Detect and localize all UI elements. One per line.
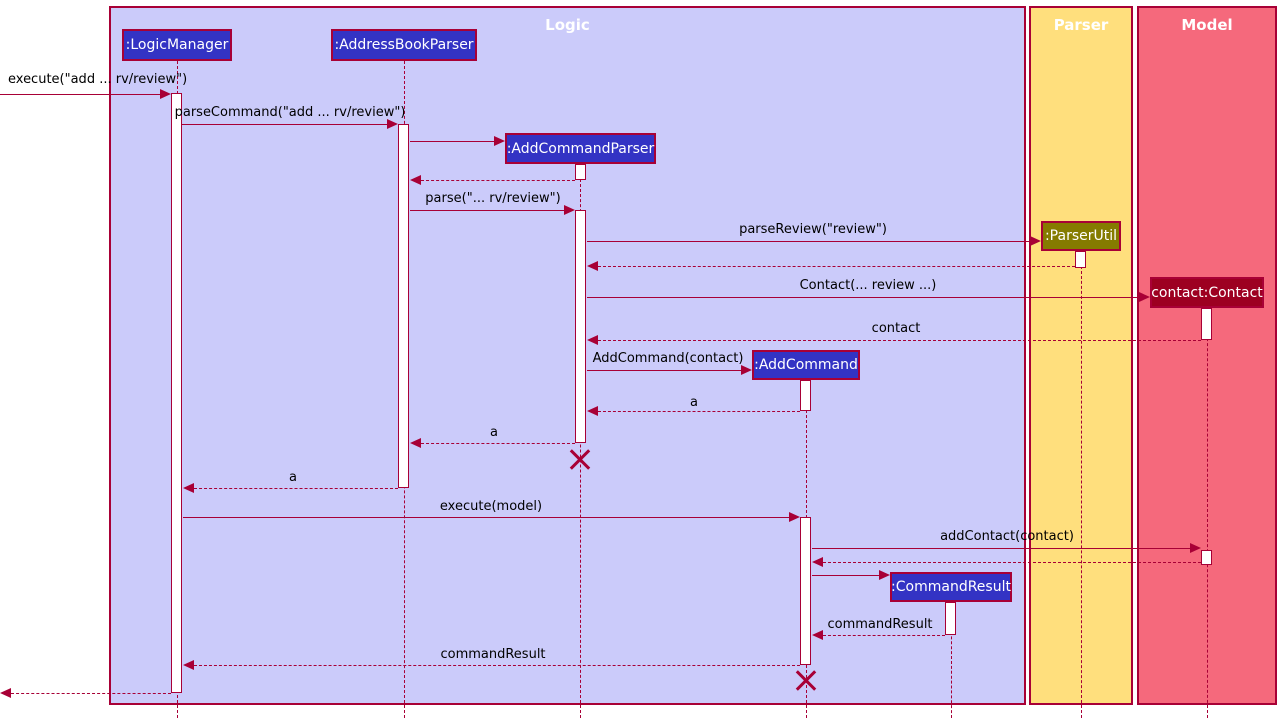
participant-add-command-parser: :AddCommandParser xyxy=(505,133,656,164)
message-contact-ctor-line xyxy=(587,297,1139,298)
message-add-contact-label: addContact(contact) xyxy=(940,529,1074,544)
message-parse-review-label: parseReview("review") xyxy=(739,222,887,237)
return-contact-line xyxy=(598,340,1201,341)
message-add-command-ctor-arrowhead xyxy=(741,365,752,375)
return-command-result-2-label: commandResult xyxy=(440,647,546,662)
return-add-contact-line xyxy=(823,562,1201,563)
activation-contact-add xyxy=(1201,550,1212,565)
frame-model-title: Model xyxy=(1181,16,1233,34)
frame-parser-title: Parser xyxy=(1053,16,1109,34)
participant-address-book-parser-label: :AddressBookParser xyxy=(334,37,474,53)
activation-logic-manager xyxy=(171,93,182,693)
message-parse-line xyxy=(410,210,564,211)
participant-add-command-label: :AddCommand xyxy=(754,357,858,373)
activation-parser-util xyxy=(1075,251,1086,268)
participant-command-result: :CommandResult xyxy=(890,572,1012,602)
message-create-add-command-parser-arrowhead xyxy=(494,136,505,146)
activation-command-result xyxy=(945,602,956,635)
message-execute-line xyxy=(0,94,160,95)
return-create-parser-arrowhead xyxy=(410,175,421,185)
message-add-command-ctor-label: AddCommand(contact) xyxy=(592,351,744,366)
message-parse-review-arrowhead xyxy=(1030,236,1041,246)
message-create-command-result-arrowhead xyxy=(879,570,890,580)
participant-parser-util: :ParserUtil xyxy=(1041,221,1121,251)
message-add-contact-line xyxy=(812,548,1190,549)
lifeline-contact xyxy=(1207,308,1208,718)
message-create-add-command-parser-line xyxy=(410,141,494,142)
message-execute-model-arrowhead xyxy=(789,512,800,522)
return-command-result-2-arrowhead xyxy=(183,660,194,670)
message-parse-label: parse("... rv/review") xyxy=(425,191,561,206)
message-parse-arrowhead xyxy=(564,205,575,215)
message-add-command-ctor-line xyxy=(587,370,741,371)
return-final-line xyxy=(11,693,171,694)
message-parse-review-line xyxy=(587,241,1030,242)
return-a2-label: a xyxy=(490,425,498,440)
return-a3-label: a xyxy=(289,470,297,485)
activation-add-command-execute xyxy=(800,517,811,665)
activation-contact-create xyxy=(1201,308,1212,340)
participant-parser-util-label: :ParserUtil xyxy=(1044,228,1118,244)
participant-logic-manager-label: :LogicManager xyxy=(125,37,229,53)
return-contact-label: contact xyxy=(871,321,921,336)
lifeline-parser-util xyxy=(1081,251,1082,718)
message-contact-ctor-arrowhead xyxy=(1139,292,1150,302)
message-parse-command-line xyxy=(182,124,387,125)
message-execute-arrowhead xyxy=(160,89,171,99)
message-execute-model-label: execute(model) xyxy=(439,499,543,514)
participant-contact: contact:Contact xyxy=(1150,277,1264,308)
message-add-contact-arrowhead xyxy=(1190,543,1201,553)
participant-contact-label: contact:Contact xyxy=(1151,284,1263,301)
return-a3-arrowhead xyxy=(183,483,194,493)
frame-logic-title: Logic xyxy=(545,16,590,34)
return-a2-arrowhead xyxy=(410,438,421,448)
return-command-result-2-line xyxy=(194,665,800,666)
participant-add-command-parser-label: :AddCommandParser xyxy=(506,140,655,157)
participant-add-command: :AddCommand xyxy=(752,350,860,380)
activation-add-command-parser-parse xyxy=(575,210,586,443)
return-command-result-1-line xyxy=(823,635,945,636)
message-execute-model-line xyxy=(183,517,789,518)
activation-address-book-parser xyxy=(398,124,409,488)
activation-add-command-parser-create xyxy=(575,164,586,180)
message-parse-command-arrowhead xyxy=(387,119,398,129)
lifeline-command-result xyxy=(951,602,952,718)
return-add-contact-arrowhead xyxy=(812,557,823,567)
return-command-result-1-label: commandResult xyxy=(827,617,933,632)
message-execute-label: execute("add ... rv/review") xyxy=(8,72,188,87)
return-contact-arrowhead xyxy=(587,335,598,345)
destroy-x-add-command xyxy=(793,667,819,693)
message-contact-ctor-label: Contact(... review ...) xyxy=(799,278,937,293)
return-a1-line xyxy=(598,411,800,412)
return-a1-label: a xyxy=(690,395,698,410)
participant-logic-manager: :LogicManager xyxy=(122,29,232,61)
participant-command-result-label: :CommandResult xyxy=(891,579,1011,595)
participant-address-book-parser: :AddressBookParser xyxy=(331,29,477,61)
return-a3-line xyxy=(194,488,398,489)
message-create-command-result-line xyxy=(812,575,879,576)
return-command-result-1-arrowhead xyxy=(812,630,823,640)
message-parse-command-label: parseCommand("add ... rv/review") xyxy=(174,105,406,120)
return-a1-arrowhead xyxy=(587,406,598,416)
return-final-arrowhead xyxy=(0,688,11,698)
frame-logic: Logic xyxy=(109,6,1026,705)
return-parser-util-line xyxy=(598,266,1075,267)
destroy-x-add-command-parser xyxy=(567,446,593,472)
return-create-parser-line xyxy=(421,180,575,181)
activation-add-command-create xyxy=(800,380,811,411)
return-a2-line xyxy=(421,443,575,444)
return-parser-util-arrowhead xyxy=(587,261,598,271)
